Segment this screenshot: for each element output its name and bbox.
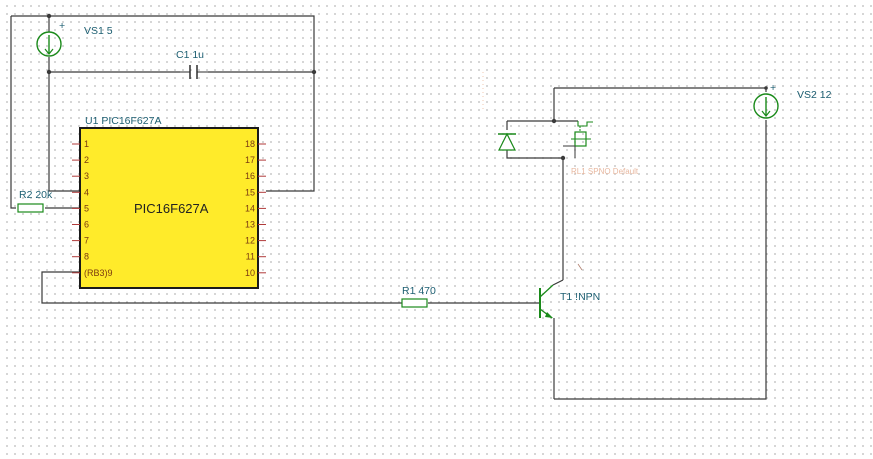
wire-vs2-bottom <box>554 120 767 400</box>
wire-diode-bottom <box>506 150 563 159</box>
u1-chip-name: PIC16F627A <box>134 201 209 216</box>
relay-label: RL1 SPNO Default <box>571 167 639 176</box>
u1-left-pin[interactable]: 6 <box>72 220 89 230</box>
r2-label: R2 20k <box>19 189 53 201</box>
wire-top-loop <box>11 15 315 192</box>
u1-right-pin[interactable]: 15 <box>245 187 266 197</box>
u1-left-pin[interactable]: 2 <box>72 155 89 165</box>
r1-resistor-icon[interactable] <box>401 298 428 308</box>
u1-left-pin-label: 7 <box>84 236 89 246</box>
u1-right-pin-label: 18 <box>245 139 255 149</box>
u1-right-pin[interactable]: 17 <box>245 155 266 165</box>
u1-right-pin[interactable]: 16 <box>245 171 266 181</box>
u1-left-pin-label: 5 <box>84 203 89 213</box>
u1-left-pin-label: (RB3)9 <box>84 268 113 278</box>
r2-resistor-icon[interactable] <box>17 203 44 213</box>
vs2-voltage-source-icon[interactable] <box>753 93 779 119</box>
u1-left-pin-label: 4 <box>84 187 89 197</box>
u1-right-pins: 18 17 16 15 14 13 12 11 10 <box>245 139 266 278</box>
u1-left-pin[interactable]: 7 <box>72 236 89 246</box>
u1-left-pin[interactable]: 1 <box>72 139 89 149</box>
u1-right-pin-label: 16 <box>245 171 255 181</box>
u1-right-pin[interactable]: 13 <box>245 220 266 230</box>
u1-right-pin-label: 17 <box>245 155 255 165</box>
wires <box>10 15 767 400</box>
u1-right-pin[interactable]: 10 <box>245 268 266 278</box>
u1-left-pin-label: 2 <box>84 155 89 165</box>
u1-left-pin-label: 8 <box>84 252 89 262</box>
wire-vs1-pin4 <box>48 57 80 192</box>
u1-left-pin[interactable]: 8 <box>72 252 89 262</box>
u1-left-pin-label: 1 <box>84 139 89 149</box>
diode-icon[interactable] <box>498 132 516 151</box>
u1-right-pin-label: 13 <box>245 220 255 230</box>
u1-left-pin[interactable]: 5 <box>72 203 89 213</box>
u1-right-pin[interactable]: 18 <box>245 139 266 149</box>
u1-left-pins: 1 2 3 4 5 6 7 8 (RB3)9 <box>72 139 113 278</box>
u1-right-pin[interactable]: 14 <box>245 203 266 213</box>
u1-right-pin[interactable]: 11 <box>246 252 266 262</box>
t1-marker <box>577 263 583 271</box>
u1-left-pin-label: 3 <box>84 171 89 181</box>
wire-left-vertical <box>10 16 16 209</box>
u1-right-pin-label: 15 <box>245 187 255 197</box>
t1-label: T1 !NPN <box>560 291 600 303</box>
u1-label: U1 PIC16F627A <box>85 115 161 127</box>
u1-right-pin-label: 12 <box>245 236 255 246</box>
vs1-voltage-source-icon[interactable] <box>36 31 62 57</box>
relay-coil-icon[interactable] <box>563 121 593 158</box>
t1-npn-transistor-icon[interactable] <box>539 279 564 319</box>
vs2-plus: + <box>770 82 776 94</box>
u1-left-pin-label: 6 <box>84 220 89 230</box>
u1-left-pin[interactable]: 4 <box>72 187 89 197</box>
u1-left-pin[interactable]: 3 <box>72 171 89 181</box>
u1-right-pin[interactable]: 12 <box>245 236 266 246</box>
vs1-label: VS1 5 <box>84 25 113 37</box>
wire-rb3-r1 <box>41 271 402 304</box>
vs2-label: VS2 12 <box>797 89 832 101</box>
u1-right-pin-label: 14 <box>245 203 255 213</box>
c1-label: C1 1u <box>176 49 204 61</box>
junctions <box>46 13 768 161</box>
u1-left-pin[interactable]: (RB3)9 <box>72 268 113 278</box>
r1-label: R1 470 <box>402 285 436 297</box>
c1-capacitor-icon[interactable] <box>180 65 208 79</box>
u1-right-pin-label: 10 <box>245 268 255 278</box>
u1-right-pin-label: 11 <box>246 252 255 262</box>
vs1-plus: + <box>59 20 65 32</box>
